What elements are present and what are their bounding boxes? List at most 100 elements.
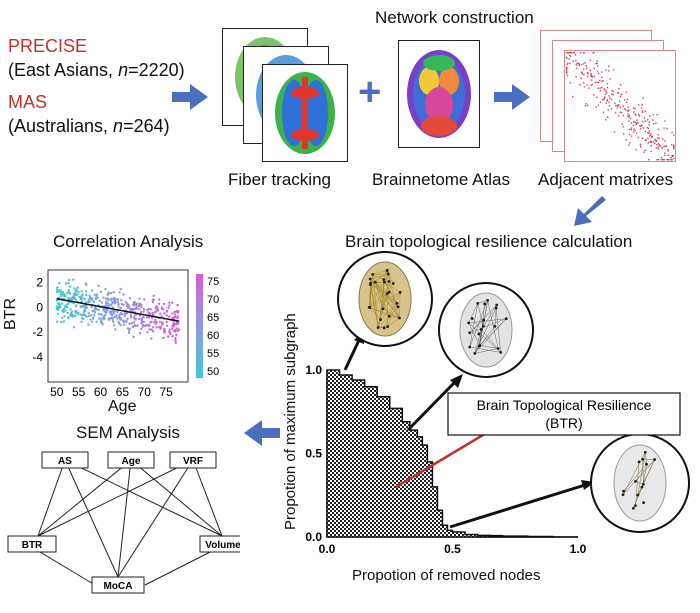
scatter-point <box>58 282 61 285</box>
scatter-point <box>93 311 97 314</box>
scatter-point <box>87 323 90 326</box>
scatter-point <box>95 308 98 311</box>
scatter-point <box>176 317 179 320</box>
scatter-point <box>131 307 134 311</box>
scatter-point <box>118 322 121 325</box>
scatter-point <box>109 292 113 295</box>
scatter-point <box>133 314 136 317</box>
sem-node-as-label: AS <box>58 456 72 467</box>
scatter-point <box>147 311 150 314</box>
scatter-point <box>151 301 155 304</box>
scatter-point <box>66 311 69 315</box>
scatter-point <box>158 325 161 329</box>
scatter-point <box>138 297 141 300</box>
scatter-point <box>150 337 153 340</box>
scatter-point <box>167 306 170 309</box>
scatter-point <box>174 339 177 342</box>
sem-diagram: AS Age VRF BTR Volume MoCA <box>7 451 240 594</box>
scatter-point <box>113 302 117 305</box>
scatter-point <box>112 324 116 327</box>
scatter-point <box>117 298 120 301</box>
scatter-point <box>154 318 157 322</box>
scatter-point <box>155 326 158 329</box>
scatter-point <box>171 301 174 304</box>
cohort-precise-desc: (East Asians, n=2220) <box>8 60 185 81</box>
scatter-point <box>112 312 116 315</box>
scatter-point <box>127 331 131 335</box>
scatter-point <box>153 311 157 314</box>
scatter-point <box>83 314 87 317</box>
correlation-xlabel: Age <box>108 398 137 415</box>
scatter-point <box>163 331 166 334</box>
scatter-point <box>104 308 108 311</box>
arrow-to-brain-1 <box>343 337 362 371</box>
scatter-point <box>102 315 106 318</box>
scatter-point <box>149 308 152 311</box>
brain-network-2 <box>438 282 534 378</box>
scatter-point <box>59 289 62 293</box>
arrow-right-icon <box>172 84 208 110</box>
scatter-point <box>150 328 153 331</box>
resilience-ylabel: Propotion of maximum subgraph <box>282 313 299 530</box>
cohort-mas-desc: (Australians, n=264) <box>8 116 170 137</box>
scatter-point <box>98 299 101 302</box>
scatter-point <box>106 302 110 305</box>
scatter-point <box>61 291 65 294</box>
scatter-point <box>110 313 114 317</box>
scatter-point <box>110 299 113 302</box>
scatter-point <box>116 317 119 320</box>
scatter-point <box>160 306 163 309</box>
network-title: Network construction <box>375 8 534 27</box>
scatter-point <box>61 309 65 312</box>
scatter-point <box>146 331 149 334</box>
scatter-point <box>134 318 137 321</box>
cohort-precise-n-value: =2220) <box>128 60 185 80</box>
scatter-point <box>129 313 132 316</box>
correlation-ytick: 2 <box>36 275 43 289</box>
scatter-point <box>138 317 141 321</box>
scatter-point <box>58 303 61 306</box>
scatter-point <box>142 310 145 313</box>
scatter-point <box>84 301 88 304</box>
scatter-point <box>63 294 66 297</box>
scatter-point <box>168 304 171 307</box>
scatter-point <box>87 312 90 315</box>
scatter-point <box>151 330 155 333</box>
resilience-xtick: 0.5 <box>444 542 461 556</box>
scatter-point <box>120 302 123 306</box>
scatter-point <box>132 335 135 339</box>
scatter-point <box>121 319 125 322</box>
scatter-point <box>141 325 144 328</box>
scatter-point <box>172 321 175 324</box>
arrow-right-icon <box>494 84 530 110</box>
scatter-points <box>55 278 181 344</box>
scatter-point <box>167 335 170 338</box>
scatter-point <box>173 313 177 316</box>
arrow-to-brain-2 <box>406 380 457 432</box>
scatter-point <box>123 314 127 318</box>
resilience-ytick: 0.5 <box>305 447 322 461</box>
scatter-point <box>83 298 86 301</box>
colorbar-tick: 65 <box>207 312 219 324</box>
correlation-xtick: 65 <box>116 385 130 399</box>
scatter-point <box>60 320 63 324</box>
scatter-point <box>143 298 146 301</box>
scatter-point <box>116 310 119 314</box>
scatter-point <box>95 293 99 296</box>
resilience-xlabel: Propotion of removed nodes <box>352 567 541 584</box>
scatter-point <box>136 307 139 310</box>
scatter-point <box>70 312 73 315</box>
btr-annotation-box <box>447 392 681 436</box>
arrow-down-left-icon <box>574 196 606 226</box>
scatter-point <box>71 295 75 298</box>
sem-node-moca <box>91 576 145 594</box>
fiber-card-front <box>262 64 348 162</box>
scatter-point <box>142 320 145 324</box>
scatter-point <box>135 305 138 308</box>
scatter-point <box>91 309 94 313</box>
matrix-card-front <box>564 50 676 162</box>
scatter-point <box>67 302 70 306</box>
scatter-point <box>119 324 123 327</box>
scatter-point <box>175 333 178 337</box>
